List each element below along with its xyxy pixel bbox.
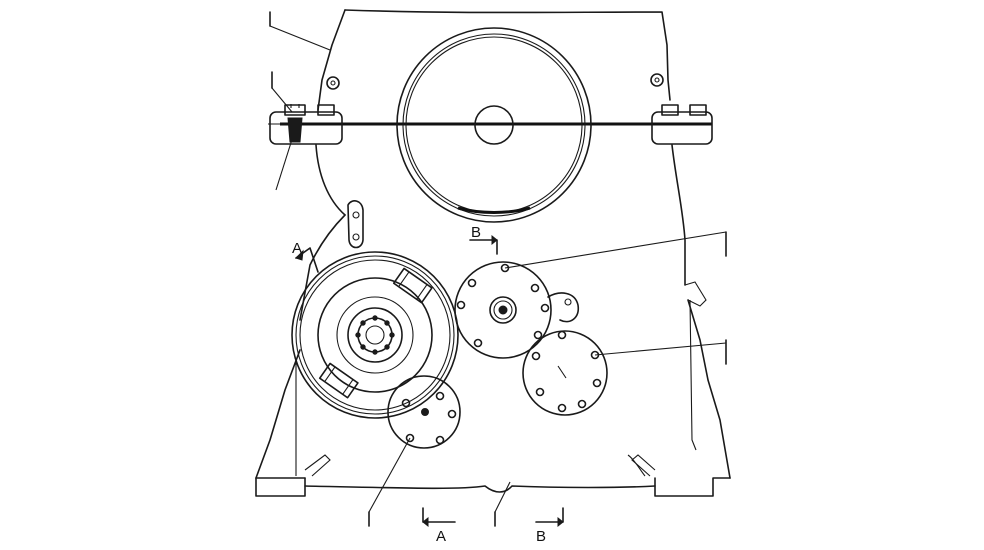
section-mark-b-top: B: [469, 224, 498, 255]
middle-right-disc: [454, 261, 580, 359]
section-mark-a-top: A: [292, 240, 319, 273]
leader-lines: [268, 11, 727, 527]
top-wheel: [396, 27, 592, 223]
lower-right-disc: [522, 330, 608, 416]
section-label-b-bottom: B: [536, 528, 546, 545]
housing-outline: [255, 9, 731, 497]
section-label-b-top: B: [471, 224, 481, 241]
section-label-a-top: A: [292, 240, 302, 257]
section-label-a-bottom: A: [436, 528, 446, 545]
section-mark-b-bottom: B: [535, 507, 564, 545]
small-bottom-disc: [387, 375, 461, 449]
split-flange: [269, 73, 713, 145]
section-mark-a-bottom: A: [422, 507, 456, 545]
lower-left-disc: [291, 251, 459, 419]
